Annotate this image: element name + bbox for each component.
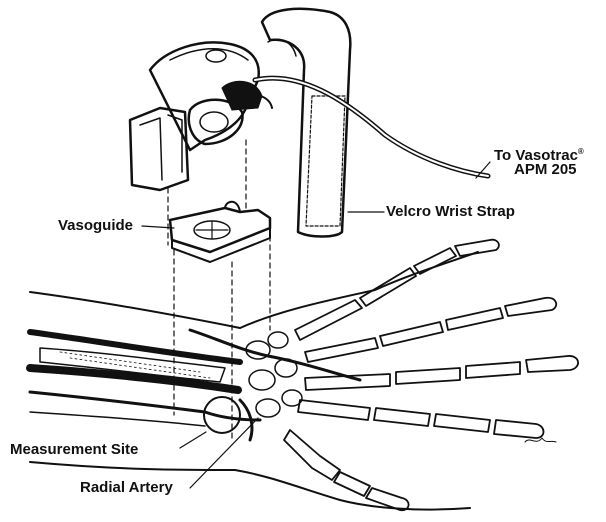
artist-signature	[525, 438, 556, 442]
forearm-outline	[30, 252, 478, 510]
velcro-wrist-strap	[262, 9, 350, 237]
device-cable	[255, 78, 488, 176]
vasoguide-label: Vasoguide	[58, 218, 133, 234]
vasoguide-plate	[170, 202, 270, 262]
sensor-housing	[130, 42, 272, 190]
alignment-guides	[168, 140, 270, 440]
radial-artery-label: Radial Artery	[80, 480, 173, 496]
finger-bones	[284, 240, 578, 511]
strap-label: Velcro Wrist Strap	[386, 204, 515, 220]
measurement-site-label: Measurement Site	[10, 442, 138, 458]
to-device-label-line2: APM 205	[514, 162, 577, 178]
